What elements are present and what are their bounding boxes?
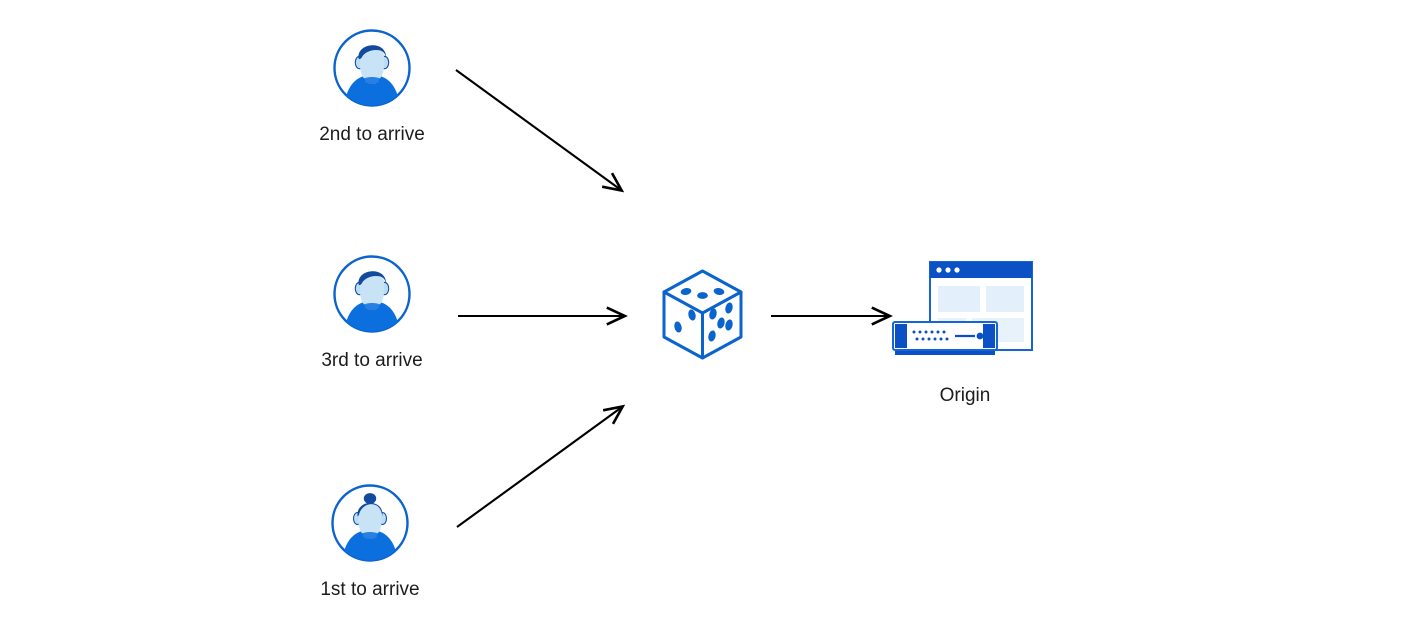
user-avatar-icon [333,255,411,333]
arrow-client1-to-dice [456,407,622,528]
arrow-client2-to-dice [455,69,621,190]
client-node-2nd[interactable]: 2nd to arrive [292,28,452,147]
origin-node[interactable]: Origin [885,252,1045,408]
origin-label: Origin [939,385,991,406]
client-node-3rd[interactable]: 3rd to arrive [292,254,452,373]
server-bar-icon [892,321,998,355]
client-label-1st: 1st to arrive [320,579,420,600]
user-avatar-icon [331,484,409,562]
browser-window-and-server-icon [892,261,1033,355]
client-label-3rd: 3rd to arrive [321,350,423,371]
random-balancer-node[interactable] [655,265,750,365]
dice-cube-icon [662,269,743,360]
browser-window-icon [929,261,1033,351]
user-avatar-icon [333,29,411,107]
client-node-1st[interactable]: 1st to arrive [290,483,450,602]
client-label-2nd: 2nd to arrive [319,124,425,145]
